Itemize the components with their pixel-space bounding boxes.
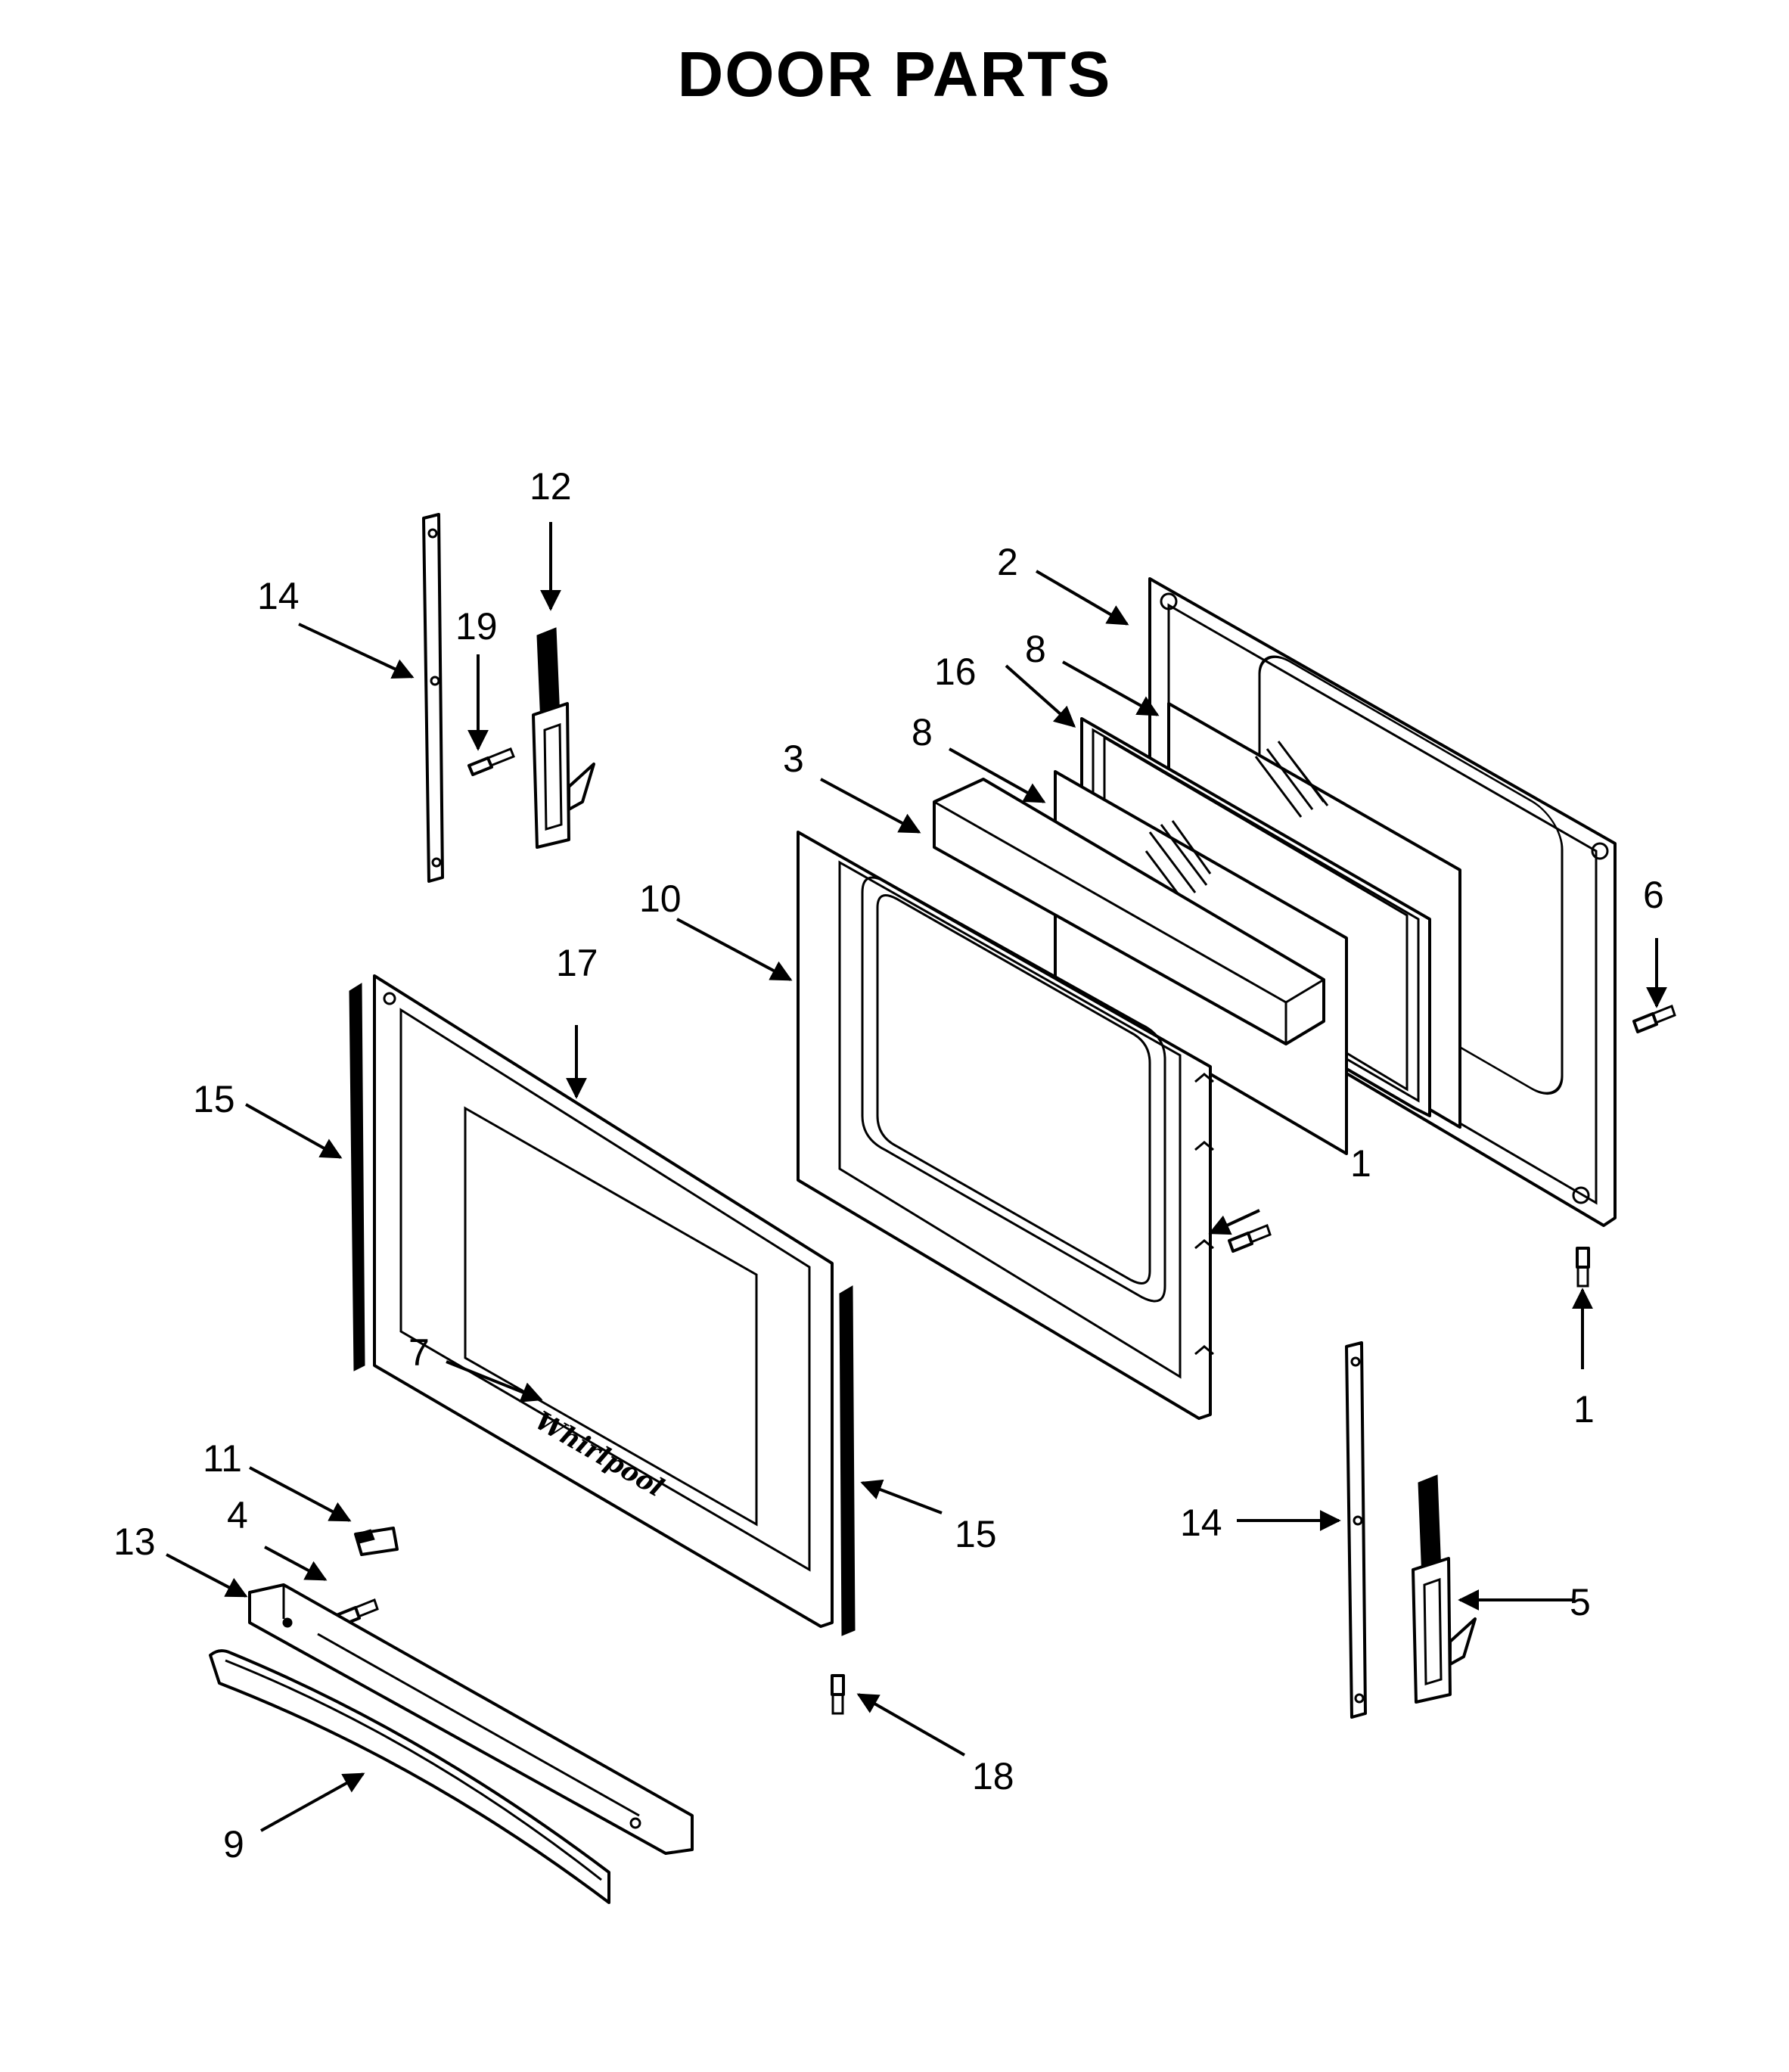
- callout-14-right: 14: [1180, 1502, 1222, 1544]
- part-1-screw-front: [1228, 1224, 1272, 1253]
- leader-lines: [166, 522, 1667, 1832]
- callout-16: 16: [934, 651, 977, 693]
- callout-4: 4: [227, 1494, 248, 1536]
- page-title: DOOR PARTS: [677, 39, 1112, 110]
- callout-1-front: 1: [1350, 1142, 1371, 1185]
- callout-14-left: 14: [257, 575, 300, 617]
- part-9-door-handle: [209, 1649, 610, 1904]
- part-15-right-trim: [839, 1285, 856, 1636]
- part-19-screw: [467, 747, 515, 776]
- part-17-outer-door: Whirlpool: [373, 974, 834, 1628]
- part-11-clip: [354, 1527, 399, 1556]
- part-10-door-liner: [797, 831, 1214, 1420]
- part-15-left-trim: [349, 983, 365, 1371]
- callout-5: 5: [1570, 1581, 1591, 1623]
- callout-15-right: 15: [955, 1513, 997, 1555]
- callout-2: 2: [997, 541, 1018, 583]
- part-5-hinge: [1412, 1474, 1477, 1704]
- callout-13: 13: [113, 1521, 156, 1563]
- part-12-hinge: [532, 627, 595, 849]
- callout-10: 10: [639, 878, 682, 920]
- callout-17: 17: [556, 942, 598, 984]
- part-18-screw: [831, 1674, 845, 1715]
- part-13-handle-mount: [248, 1583, 694, 1855]
- callout-7: 7: [408, 1331, 430, 1374]
- part-6-screw: [1632, 1005, 1676, 1033]
- callout-8-rear: 8: [1025, 628, 1046, 670]
- callout-12: 12: [530, 465, 572, 508]
- callout-6: 6: [1643, 874, 1664, 916]
- part-3-insulation: [933, 778, 1325, 1045]
- callout-9: 9: [223, 1823, 244, 1865]
- callout-18: 18: [972, 1755, 1014, 1797]
- callout-19: 19: [455, 605, 498, 648]
- callout-15-left: 15: [193, 1078, 235, 1120]
- callout-11: 11: [203, 1437, 242, 1480]
- callouts: 1 1 2 3 4 5 6 7 8 8 9 10 11 12 13 14 14 …: [113, 465, 1664, 1865]
- callout-3: 3: [783, 738, 804, 780]
- callout-8-front: 8: [912, 711, 933, 753]
- part-1-screw-bottom: [1576, 1247, 1590, 1288]
- callout-1-bottom: 1: [1573, 1388, 1595, 1431]
- part-14-left-hinge-receiver: [422, 513, 444, 883]
- part-14-right-hinge-receiver: [1345, 1341, 1367, 1719]
